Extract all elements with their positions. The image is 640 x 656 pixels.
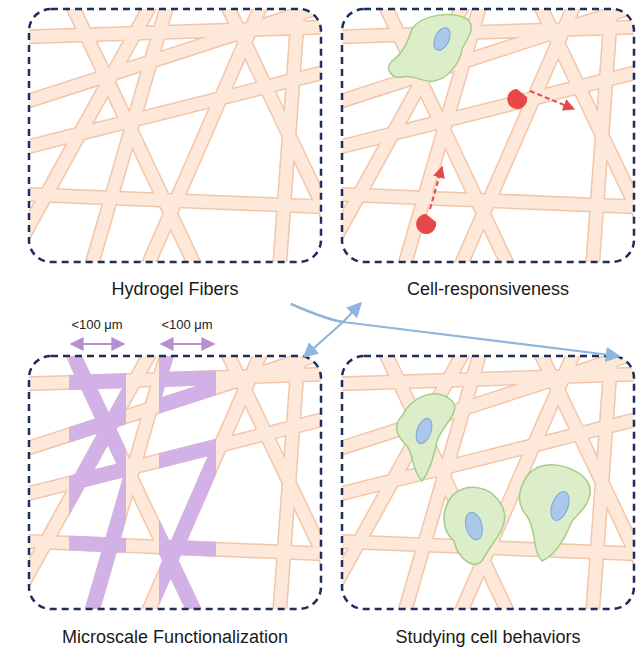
branch-arrow	[291, 304, 343, 356]
branch-arrow	[291, 304, 618, 356]
dimension-label: <100 μm	[147, 317, 227, 332]
panel: Hydrogel Fibers	[29, 9, 321, 304]
dimension-label: <100 μm	[57, 317, 137, 332]
panel-caption: Cell-responsiveness	[342, 279, 634, 300]
panel: Microscale Functionalization	[29, 356, 321, 652]
panel-caption: Hydrogel Fibers	[29, 279, 321, 300]
panel: Cell-responsiveness	[342, 9, 634, 304]
panel-caption: Studying cell behaviors	[342, 627, 634, 648]
panel: Studying cell behaviors	[342, 356, 634, 652]
branch-arrow	[291, 304, 360, 322]
panel-caption: Microscale Functionalization	[29, 627, 321, 648]
